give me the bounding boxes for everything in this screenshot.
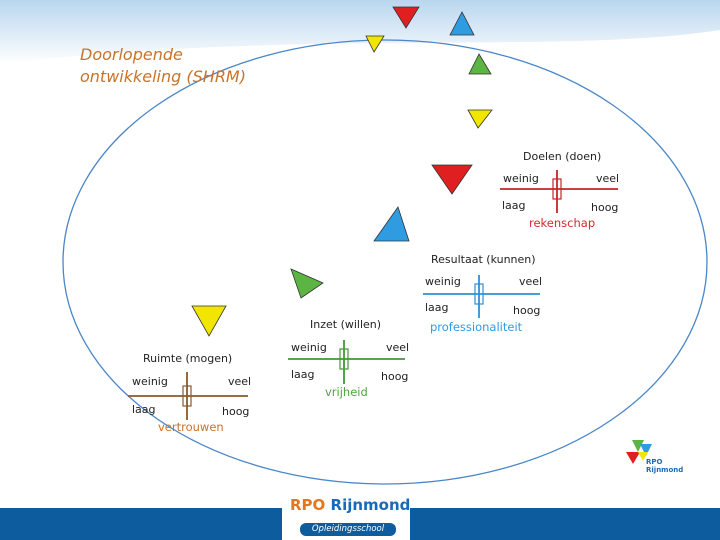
ruimte-hoog: hoog [222,405,250,418]
small-logo-mark [626,440,652,464]
resultaat-weinig: weinig [425,275,461,288]
triangle-red-large [431,164,473,195]
title-line-1: Doorlopende [80,45,183,64]
triangles [191,6,493,337]
footer-logo: RPO Rijnmond [290,496,410,514]
small-logo-line-1: RPO [646,458,663,466]
doelen-laag: laag [502,199,526,212]
doelen-veel: veel [596,172,620,185]
triangle-yellow-large [191,305,227,337]
ruimte-weinig: weinig [132,375,168,388]
small-logo-text: RPO Rijnmond [646,458,683,474]
triangle-green-large [290,268,324,299]
cross-doelen [500,170,618,213]
triangle-blue-large [373,206,410,242]
doelen-weinig: weinig [503,172,539,185]
triangle-green-top [468,53,492,75]
small-logo-line-2: Rijnmond [646,466,684,474]
doelen-key: rekenschap [529,216,596,230]
footer-logo-tagline: Opleidingsschool [300,523,396,536]
outer-oval [62,39,708,485]
ruimte-heading: Ruimte (mogen) [143,352,233,365]
triangle-blue-top [449,11,475,36]
ruimte-laag: laag [132,403,156,416]
footer-logo-suffix: Rijnmond [330,496,411,514]
triangle-yellow-mid [467,109,493,129]
footer-logo-prefix: RPO [290,496,326,514]
resultaat-laag: laag [425,301,449,314]
inzet-hoog: hoog [381,370,409,383]
cross-ruimte [128,372,248,420]
title-line-2: ontwikkeling (SHRM) [80,67,246,86]
cross-inzet [288,340,405,384]
ruimte-key: vertrouwen [158,420,224,434]
resultaat-heading: Resultaat (kunnen) [431,253,536,266]
inzet-weinig: weinig [291,341,327,354]
top-sky-band [0,0,720,64]
doelen-hoog: hoog [591,201,619,214]
inzet-key: vrijheid [325,385,368,399]
ruimte-veel: veel [228,375,252,388]
triangle-red-top [392,6,420,29]
inzet-heading: Inzet (willen) [310,318,382,331]
doelen-heading: Doelen (doen) [523,150,602,163]
resultaat-key: professionaliteit [430,320,523,334]
slide-title: Doorlopende ontwikkeling (SHRM) [80,44,246,88]
resultaat-hoog: hoog [513,304,541,317]
resultaat-veel: veel [519,275,543,288]
inzet-veel: veel [386,341,410,354]
triangle-yellow-top [365,35,385,53]
inzet-laag: laag [291,368,315,381]
cross-resultaat [423,275,540,318]
